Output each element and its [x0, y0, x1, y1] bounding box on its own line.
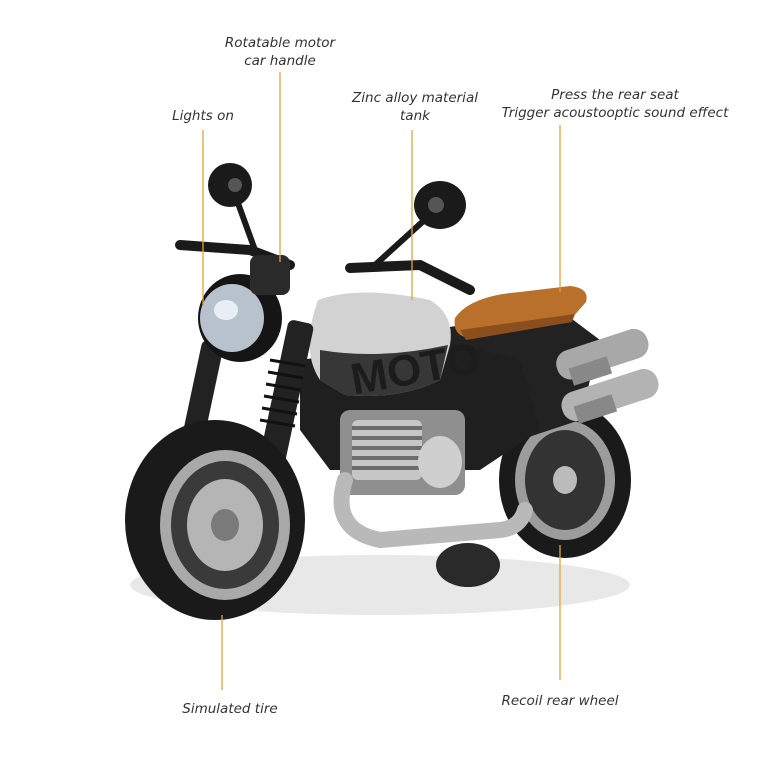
callout-leader-lines [202, 72, 561, 690]
callout-tire-line1: Simulated tire [182, 701, 278, 717]
callout-seat-line1: Press the rear seat [551, 87, 679, 103]
callout-tank-line2: tank [400, 108, 430, 124]
recoil-gear [436, 543, 500, 587]
callout-lights-line1: Lights on [172, 108, 234, 124]
exhaust-header [333, 472, 533, 549]
callout-handle-line2: car handle [244, 53, 316, 69]
callout-wheel: Recoil rear wheel [480, 692, 640, 710]
handlebars [175, 240, 475, 295]
engine-block [340, 410, 465, 495]
front-wheel [125, 420, 305, 620]
callout-tank: Zinc alloy material tank [340, 89, 490, 125]
callout-handle-line1: Rotatable motor [224, 35, 336, 51]
callout-lights: Lights on [150, 107, 256, 125]
callout-seat-line2: Trigger acoustooptic sound effect [501, 105, 729, 121]
headlight [198, 274, 282, 362]
callout-wheel-line1: Recoil rear wheel [501, 693, 619, 709]
callout-handle: Rotatable motor car handle [210, 34, 350, 70]
callout-tire: Simulated tire [160, 700, 300, 718]
callout-seat: Press the rear seat Trigger acoustooptic… [495, 86, 735, 122]
rear-wheel [499, 402, 631, 558]
mirrors [208, 163, 466, 268]
rear-seat [454, 286, 587, 338]
callout-tank-line1: Zinc alloy material [352, 90, 478, 106]
exhaust-pipes [556, 328, 659, 424]
